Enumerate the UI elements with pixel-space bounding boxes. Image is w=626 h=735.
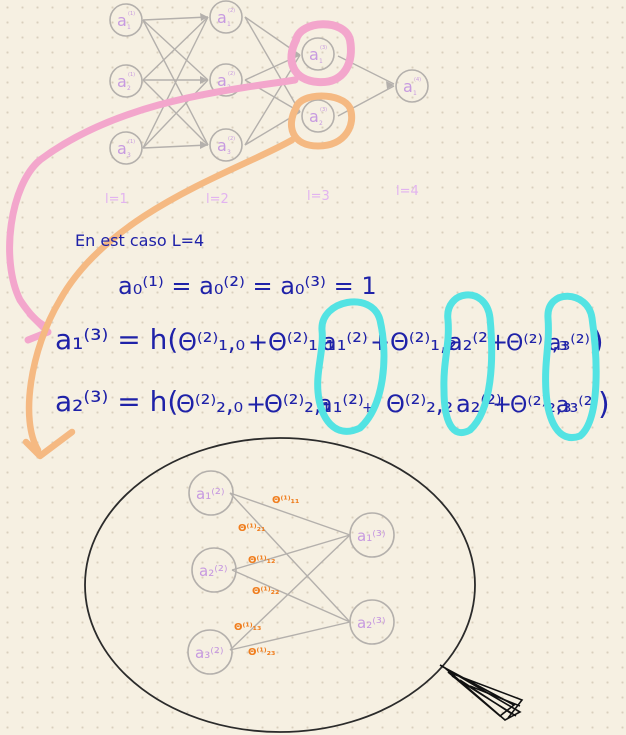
node-l2-2-index: (2) bbox=[228, 71, 235, 77]
node-l1-1-sub: 1 bbox=[127, 24, 131, 31]
eq1-lhs: a₁⁽³⁾ = h( bbox=[55, 323, 178, 356]
case-line: En est caso L=4 bbox=[75, 231, 204, 250]
orange-arrow bbox=[25, 136, 296, 454]
bottom-left-node-3-label: a₃⁽²⁾ bbox=[195, 644, 224, 662]
node-l1-2 bbox=[109, 64, 143, 98]
bottom-network-labels: a₁⁽²⁾ a₂⁽²⁾ a₃⁽²⁾ a₁⁽³⁾ a₂⁽³⁾ bbox=[195, 485, 386, 662]
eq2-plus-1: + bbox=[246, 390, 266, 418]
node-l4-1-sub: 1 bbox=[413, 90, 417, 97]
eq2-theta-20: Θ⁽²⁾₂,₀ bbox=[176, 390, 243, 418]
eq1-a3: a₃⁽²⁾ bbox=[548, 331, 590, 356]
orange-arrow-head bbox=[22, 428, 76, 460]
bottom-right-node-2-label: a₂⁽³⁾ bbox=[357, 614, 386, 632]
node-l2-3-index: (2) bbox=[228, 136, 235, 142]
eq2-close: ) bbox=[598, 387, 610, 422]
node-l2-3-label: a bbox=[217, 136, 227, 155]
eq1-a2: a₂⁽²⁾ bbox=[448, 328, 494, 356]
eq1-theta-10: Θ⁽²⁾₁,₀ bbox=[178, 328, 245, 356]
node-l2-1-label: a bbox=[217, 8, 227, 27]
node-l1-3-index: (1) bbox=[128, 139, 135, 145]
layer-label-3: l=3 bbox=[307, 189, 330, 204]
node-l1-2-sub: 2 bbox=[127, 85, 131, 92]
node-l2-2-label: a bbox=[217, 71, 227, 90]
bottom-right-node-1 bbox=[349, 512, 395, 558]
node-l4-1 bbox=[395, 69, 429, 103]
layer-label-4: l=4 bbox=[396, 184, 419, 199]
theta-23: Θ⁽¹⁾₂₃ bbox=[248, 647, 275, 658]
node-l3-1-index: (3) bbox=[320, 45, 327, 51]
equation-2: a₂⁽³⁾ = h( Θ⁽²⁾₂,₀ + Θ⁽²⁾₂,₁ a₁⁽²⁾ + Θ⁽²… bbox=[55, 385, 610, 422]
node-l3-1-sub: 1 bbox=[319, 58, 323, 65]
bottom-left-node-1-label: a₁⁽²⁾ bbox=[196, 485, 225, 503]
bottom-left-node-2 bbox=[191, 547, 237, 593]
node-l1-1-index: (1) bbox=[128, 11, 135, 17]
cyan-highlights bbox=[314, 291, 600, 442]
bottom-network-nodes bbox=[187, 470, 395, 675]
top-network-layer1: a a a (1) (1) (1) 1 2 3 bbox=[109, 3, 143, 165]
layer-labels: l=1 l=2 l=3 l=4 bbox=[105, 184, 419, 207]
theta-13: Θ⁽¹⁾₁₃ bbox=[234, 622, 261, 633]
node-l2-2 bbox=[209, 63, 243, 97]
top-network-layer4: a (4) 1 bbox=[395, 69, 429, 103]
theta-21: Θ⁽¹⁾₂₁ bbox=[238, 523, 265, 534]
node-l3-1 bbox=[301, 37, 335, 71]
bottom-network-edges bbox=[229, 492, 351, 651]
node-l3-2-sub: 2 bbox=[319, 120, 323, 127]
theta-12: Θ⁽¹⁾₁₂ bbox=[248, 555, 275, 566]
bottom-left-node-1 bbox=[188, 470, 234, 516]
eq1-plus-1: + bbox=[248, 328, 268, 356]
orange-highlight-circle bbox=[287, 92, 356, 150]
theta-11: Θ⁽¹⁾₁₁ bbox=[272, 495, 299, 506]
theta-weights: Θ⁽¹⁾₁₁ Θ⁽¹⁾₂₁ Θ⁽¹⁾₁₂ Θ⁽¹⁾₂₂ Θ⁽¹⁾₁₃ Θ⁽¹⁾₂… bbox=[234, 495, 299, 658]
node-l1-3 bbox=[109, 131, 143, 165]
equation-1: a₁⁽³⁾ = h( Θ⁽²⁾₁,₀ + Θ⁽²⁾₁,₁ a₁⁽²⁾ + Θ⁽²… bbox=[55, 323, 604, 360]
top-network-layer2: a a a (2) (2) (2) 1 2 3 bbox=[209, 0, 243, 162]
node-l1-1-label: a bbox=[117, 11, 127, 30]
cyan-loop-a2 bbox=[440, 291, 496, 436]
node-l2-3 bbox=[209, 128, 243, 162]
eq2-theta-23: Θ⁽²⁾₂,₃ bbox=[510, 393, 572, 418]
layer-label-1: l=1 bbox=[105, 192, 128, 207]
cyan-loop-a3 bbox=[542, 292, 600, 442]
pink-arrow-head bbox=[24, 310, 52, 344]
node-l2-3-sub: 3 bbox=[227, 149, 231, 156]
bottom-right-node-2 bbox=[349, 599, 395, 645]
node-l1-2-label: a bbox=[117, 72, 127, 91]
node-l3-2 bbox=[301, 99, 335, 133]
pink-arrow bbox=[6, 76, 299, 330]
cyan-loop-a1 bbox=[314, 298, 388, 435]
node-l2-1-index: (2) bbox=[228, 8, 235, 14]
bottom-right-node-1-label: a₁⁽³⁾ bbox=[357, 527, 386, 545]
bottom-ellipse bbox=[84, 437, 476, 733]
eq2-plus-3: + bbox=[492, 390, 512, 418]
node-l1-3-sub: 3 bbox=[127, 152, 131, 159]
node-l2-1-sub: 1 bbox=[227, 21, 231, 28]
node-l3-2-index: (3) bbox=[320, 107, 327, 113]
node-l3-1-label: a bbox=[309, 45, 319, 64]
bias-line: a₀⁽¹⁾ = a₀⁽²⁾ = a₀⁽³⁾ = 1 bbox=[118, 272, 377, 300]
layer-label-2: l=2 bbox=[206, 192, 229, 207]
bottom-left-node-2-label: a₂⁽²⁾ bbox=[199, 562, 228, 580]
eq1-theta-13: Θ⁽²⁾₁,₃ bbox=[506, 331, 568, 356]
eq2-plus-2: + bbox=[362, 400, 374, 416]
eq2-lhs: a₂⁽³⁾ = h( bbox=[55, 385, 178, 418]
node-l1-2-index: (1) bbox=[128, 72, 135, 78]
node-l1-1 bbox=[109, 3, 143, 37]
top-network-layer3: a a (3) (3) 1 2 bbox=[301, 37, 335, 133]
scribble-pencil-mark bbox=[439, 664, 524, 721]
eq1-a1: a₁⁽²⁾ bbox=[322, 328, 368, 356]
node-l4-1-label: a bbox=[403, 77, 413, 96]
node-l2-1 bbox=[209, 0, 243, 34]
theta-22: Θ⁽¹⁾₂₂ bbox=[252, 586, 279, 597]
node-l3-2-label: a bbox=[309, 107, 319, 126]
node-l1-3-label: a bbox=[117, 139, 127, 158]
node-l4-1-index: (4) bbox=[414, 77, 421, 83]
bottom-left-node-3 bbox=[187, 629, 233, 675]
pink-highlight-circle bbox=[287, 20, 355, 87]
